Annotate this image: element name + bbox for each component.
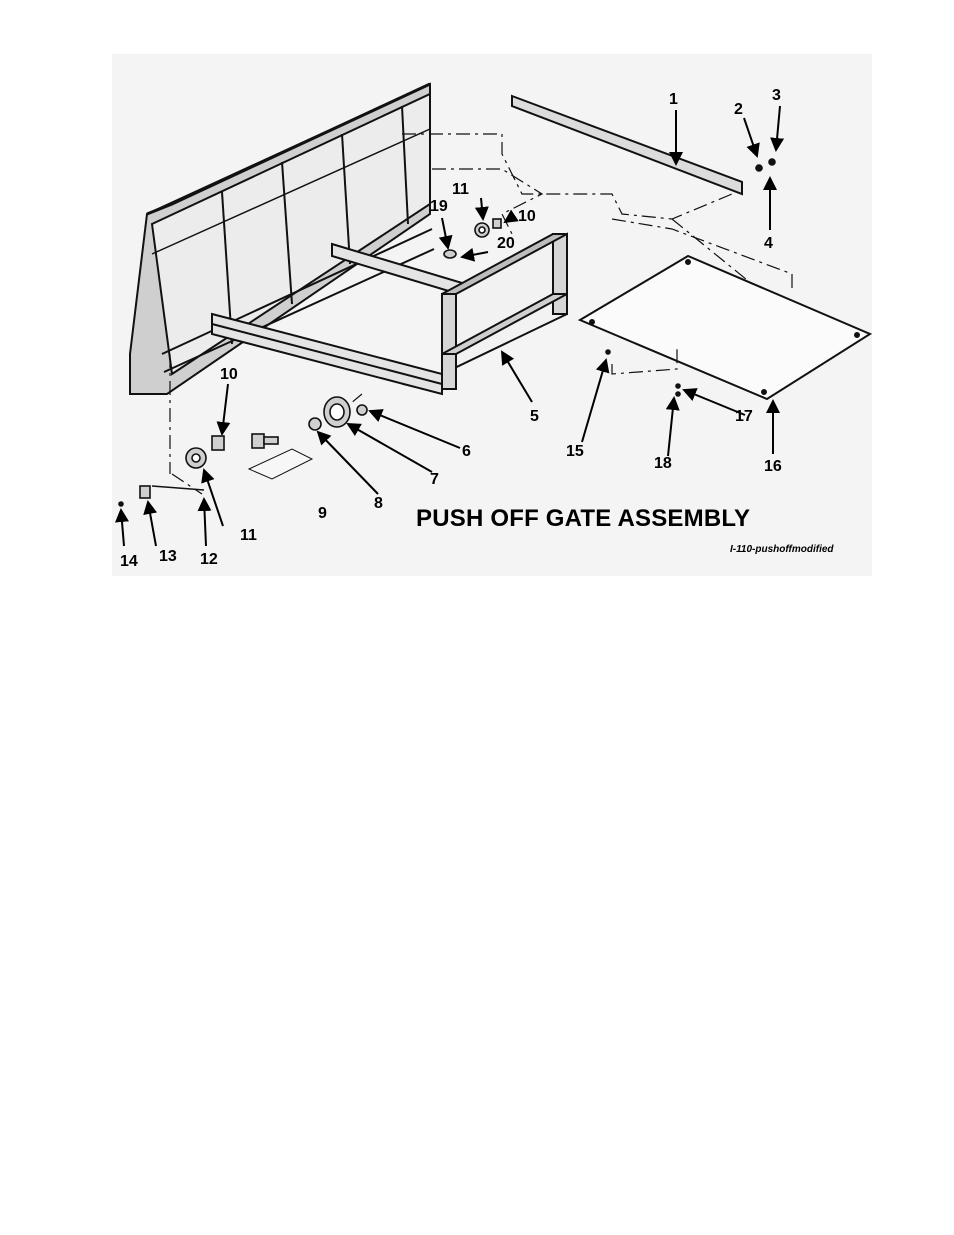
spacer-lower: [211, 435, 225, 451]
callout-13: 13: [159, 548, 177, 565]
callout-9: 9: [318, 505, 327, 522]
bolt-upper: [443, 249, 457, 259]
callout-11-lower: 11: [240, 527, 257, 544]
callout-2: 2: [734, 101, 743, 118]
callout-10-upper: 10: [518, 208, 536, 225]
spacer-upper: [492, 218, 502, 229]
floor-plate: [577, 254, 872, 401]
callout-12: 12: [200, 551, 218, 568]
leader-arrows: [115, 105, 785, 547]
callout-14: 14: [120, 553, 138, 570]
callout-5: 5: [530, 408, 539, 425]
callout-1: 1: [669, 91, 678, 108]
diagram-title: PUSH OFF GATE ASSEMBLY: [416, 505, 751, 532]
callout-11-upper: 11: [452, 181, 469, 198]
frame: [211, 232, 568, 396]
exploded-parts-diagram: 1 2 3 4 5 6 7 8 9 10 10 11 11 12 13 14 1…: [112, 54, 872, 576]
callout-20: 20: [497, 235, 515, 252]
callout-19: 19: [430, 198, 448, 215]
callout-7: 7: [430, 471, 439, 488]
figure-reference: I-110-pushoffmodified: [730, 544, 834, 555]
callout-16: 16: [764, 458, 782, 475]
top-strip: [511, 94, 743, 196]
diagram-drawing: [115, 82, 872, 547]
callout-18: 18: [654, 455, 672, 472]
callout-10-lower: 10: [220, 366, 238, 383]
callout-17: 17: [735, 408, 753, 425]
callout-8: 8: [374, 495, 383, 512]
gate-blade: [129, 82, 435, 395]
callout-4: 4: [764, 235, 773, 252]
callout-15: 15: [566, 443, 584, 460]
callout-3: 3: [772, 87, 781, 104]
hardware: [118, 158, 776, 507]
callout-6: 6: [462, 443, 471, 460]
